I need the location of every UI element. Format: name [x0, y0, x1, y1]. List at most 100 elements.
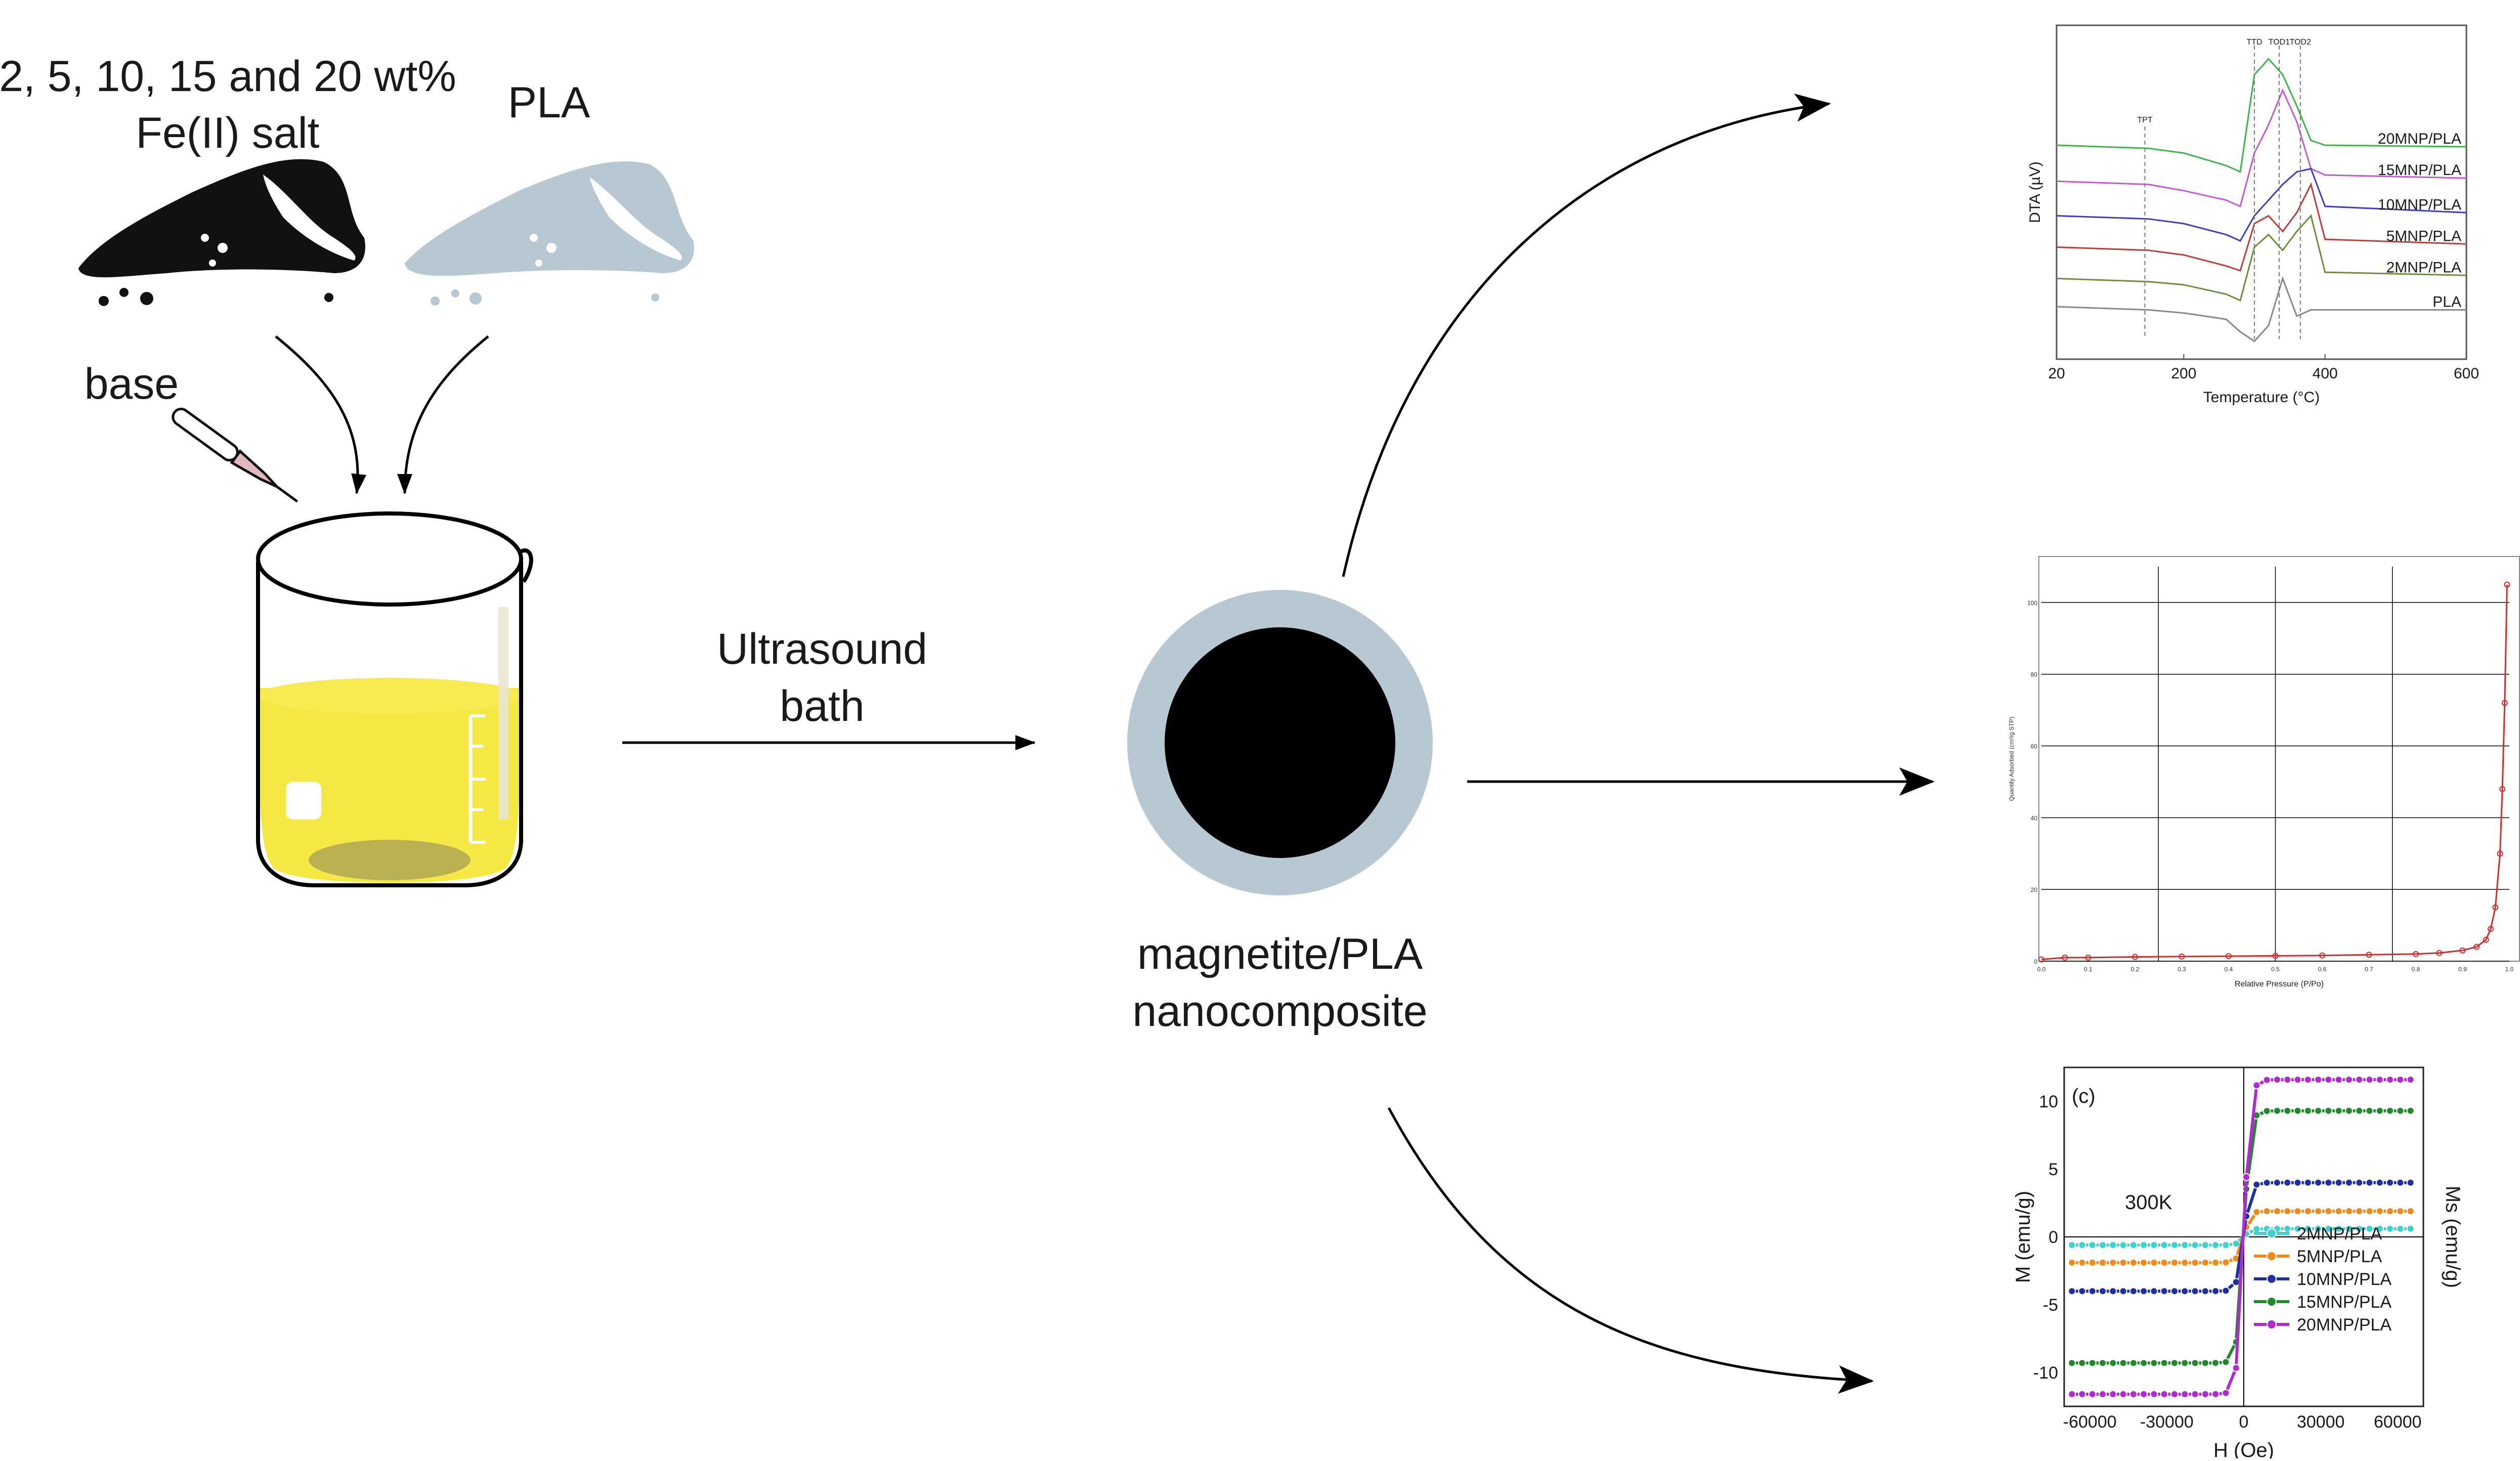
vsm-data-point: [2150, 1287, 2158, 1296]
vsm-data-point: [2109, 1258, 2117, 1267]
dta-annotation-label: TOD1: [2269, 38, 2290, 47]
vsm-data-point: [2191, 1359, 2199, 1367]
vsm-data-point: [2283, 1106, 2292, 1115]
vsm-series-group: [2068, 1076, 2415, 1398]
dta-x-tick-label: 600: [2454, 365, 2479, 382]
vsm-data-point: [2375, 1224, 2384, 1233]
vsm-data-point: [2170, 1258, 2179, 1267]
bet-data-point: [2501, 700, 2508, 706]
vsm-data-point: [2099, 1258, 2107, 1267]
vsm-data-point: [2293, 1224, 2302, 1233]
vsm-data-point: [2375, 1106, 2384, 1115]
vsm-data-point: [2283, 1076, 2292, 1084]
vsm-data-point: [2119, 1390, 2127, 1398]
vsm-data-point: [2150, 1241, 2158, 1250]
vsm-data-point: [2262, 1107, 2271, 1115]
vsm-data-point: [2140, 1258, 2148, 1267]
vsm-temperature-annotation: 300K: [2125, 1191, 2172, 1214]
bet-x-tick-label: 0.4: [2225, 966, 2233, 973]
product-label-line2: nanocomposite: [1132, 987, 1427, 1036]
vsm-data-point: [2386, 1224, 2395, 1233]
vsm-data-point: [2293, 1207, 2302, 1216]
vsm-data-point: [2334, 1076, 2343, 1084]
vsm-data-point: [2334, 1106, 2343, 1115]
vsm-data-point: [2334, 1178, 2343, 1187]
vsm-data-point: [2252, 1180, 2261, 1189]
vsm-data-point: [2078, 1287, 2086, 1296]
dta-ylabel: DTA (µV): [2027, 161, 2043, 223]
vsm-y-tick-label: 0: [2048, 1228, 2058, 1247]
vsm-data-point: [2078, 1241, 2086, 1250]
vsm-data-point: [2396, 1106, 2405, 1115]
vsm-data-point: [2344, 1224, 2353, 1233]
bet-x-tick-label: 0.7: [2365, 966, 2373, 973]
vsm-data-point: [2119, 1359, 2127, 1367]
vsm-data-point: [2365, 1224, 2374, 1233]
dta-x-tick-label: 20: [2048, 365, 2065, 382]
vsm-data-point: [2242, 1173, 2251, 1181]
vsm-data-point: [2181, 1258, 2189, 1267]
arrow-to-dta: [1342, 93, 1831, 577]
vsm-x-tick-label: 30000: [2297, 1412, 2345, 1432]
vsm-data-point: [2201, 1390, 2209, 1398]
vsm-data-point: [2129, 1390, 2138, 1398]
pla-to-beaker-arrow: [397, 335, 489, 494]
bet-data-point: [2413, 951, 2419, 957]
vsm-data-point: [2314, 1106, 2323, 1115]
vsm-legend-marker: [2267, 1319, 2277, 1329]
bet-data-point: [2459, 947, 2466, 954]
vsm-legend-label: 5MNP/PLA: [2297, 1247, 2382, 1266]
vsm-data-point: [2314, 1178, 2323, 1187]
vsm-data-point: [2068, 1287, 2076, 1296]
bet-data-point: [2436, 950, 2443, 956]
bet-data-point: [2038, 956, 2044, 963]
vsm-data-point: [2078, 1359, 2086, 1367]
vsm-data-point: [2150, 1258, 2158, 1267]
vsm-data-point: [2181, 1241, 2189, 1250]
vsm-data-point: [2150, 1390, 2158, 1398]
vsm-data-point: [2140, 1241, 2148, 1250]
vsm-data-point: [2109, 1359, 2117, 1367]
vsm-legend-label: 2MNP/PLA: [2297, 1224, 2382, 1243]
vsm-data-point: [2170, 1359, 2179, 1367]
vsm-y-tick-label: 5: [2048, 1160, 2058, 1179]
vsm-data-point: [2262, 1207, 2271, 1216]
bet-ylabel: Quantity Adsorbed (cm³/g STP): [2008, 717, 2015, 801]
bet-data-point: [2366, 952, 2372, 958]
vsm-data-point: [2099, 1241, 2107, 1250]
dta-series-label: PLA: [2432, 294, 2461, 311]
vsm-data-point: [2252, 1225, 2261, 1233]
vsm-data-point: [2191, 1241, 2199, 1250]
vsm-data-point: [2396, 1224, 2405, 1233]
dta-series-line: [2056, 214, 2467, 302]
bet-data-point: [2179, 953, 2185, 960]
vsm-data-point: [2068, 1359, 2076, 1367]
vsm-data-point: [2191, 1287, 2199, 1296]
dta-series-label: 5MNP/PLA: [2386, 228, 2461, 244]
vsm-data-point: [2344, 1207, 2353, 1216]
vsm-data-point: [2324, 1178, 2333, 1187]
vsm-data-point: [2191, 1390, 2199, 1398]
vsm-xlabel: H (Oe): [2213, 1439, 2274, 1458]
vsm-data-point: [2129, 1241, 2138, 1250]
vsm-data-point: [2191, 1258, 2199, 1267]
bet-x-tick-label: 0.3: [2177, 966, 2186, 973]
vsm-data-point: [2344, 1076, 2353, 1084]
vsm-data-point: [2273, 1076, 2281, 1084]
vsm-data-point: [2140, 1390, 2148, 1398]
bet-data-point: [2226, 953, 2232, 960]
vsm-data-point: [2273, 1106, 2281, 1115]
vsm-data-point: [2119, 1258, 2127, 1267]
beaker: [256, 511, 533, 887]
vsm-data-point: [2140, 1359, 2148, 1367]
vsm-data-point: [2406, 1207, 2415, 1216]
vsm-legend-marker: [2267, 1228, 2277, 1238]
vsm-legend-label: 10MNP/PLA: [2297, 1270, 2391, 1289]
bet-x-tick-label: 1.0: [2505, 966, 2514, 973]
vsm-data-point: [2355, 1224, 2364, 1233]
bet-x-tick-label: 0.6: [2318, 966, 2327, 973]
vsm-data-point: [2160, 1359, 2168, 1367]
